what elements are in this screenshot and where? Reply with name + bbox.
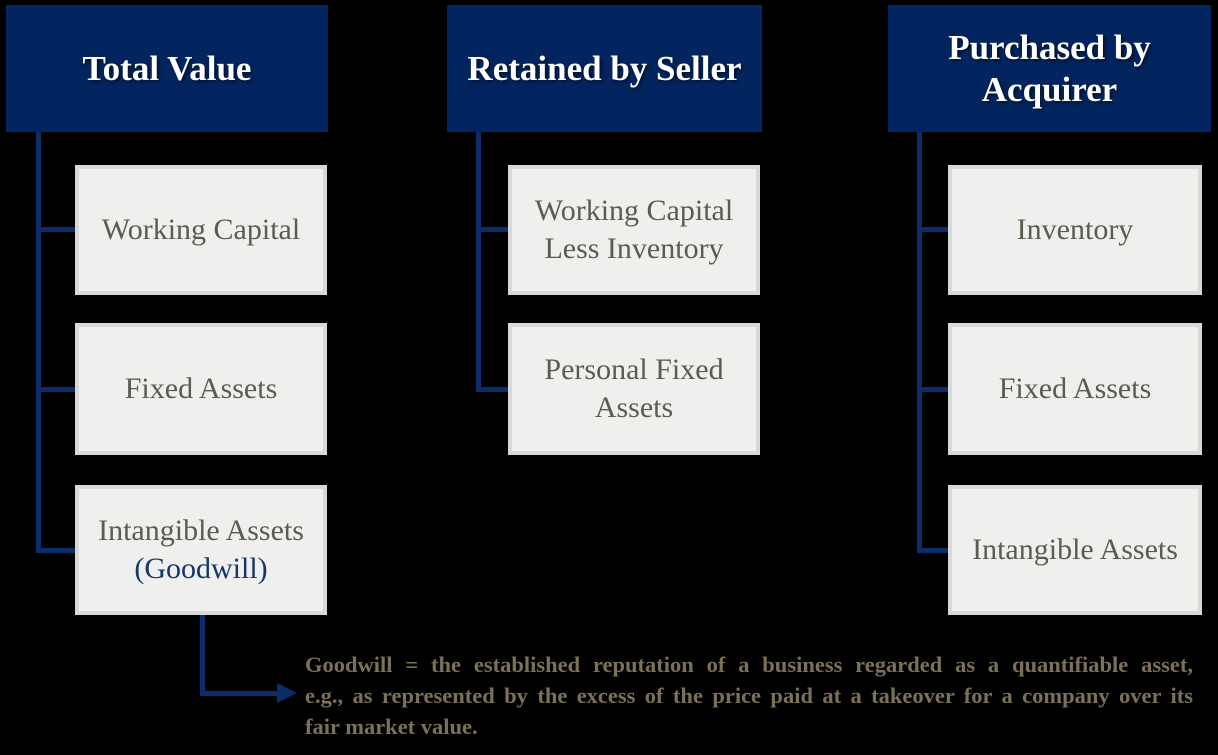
node-label: Working Capital Less Inventory — [534, 194, 734, 265]
note-line-3: fair market value. — [305, 714, 478, 739]
node-intangible-assets-acquirer: Intangible Assets — [948, 485, 1202, 615]
node-working-capital: Working Capital — [75, 165, 327, 295]
node-label: Working Capital — [101, 213, 301, 246]
node-working-capital-less-inventory: Working Capital Less Inventory — [508, 165, 760, 295]
connector-trunk-retained-by-seller — [476, 132, 481, 392]
header-total-value: Total Value — [6, 5, 328, 132]
connector-branch-intangible-assets-acquirer — [917, 548, 948, 553]
goodwill-definition-note: Goodwill = the established reputation of… — [305, 649, 1193, 742]
connector-trunk-purchased-by-acquirer — [917, 132, 922, 553]
node-label: Intangible Assets — [972, 533, 1178, 566]
node-fixed-assets-acquirer: Fixed Assets — [948, 323, 1202, 455]
note-line-1: Goodwill = the established reputation of… — [305, 652, 1193, 677]
node-personal-fixed-assets: Personal Fixed Assets — [508, 323, 760, 455]
connector-branch-fixed-assets-acquirer — [917, 387, 948, 392]
connector-branch-intangible-assets — [36, 548, 75, 553]
connector-branch-fixed-assets — [36, 387, 75, 392]
connector-trunk-total-value — [36, 132, 41, 552]
node-sublabel-goodwill: (Goodwill) — [134, 552, 268, 585]
connector-branch-personal-fixed-assets — [476, 387, 508, 392]
note-line-2: e.g., as represented by the excess of th… — [305, 683, 1193, 708]
node-fixed-assets-total: Fixed Assets — [75, 323, 327, 455]
connector-branch-inventory — [917, 227, 948, 232]
node-label: Personal Fixed Assets — [544, 353, 724, 424]
connector-branch-wc-less-inventory — [476, 227, 508, 232]
header-purchased-by-acquirer: Purchased by Acquirer — [888, 5, 1211, 132]
goodwill-arrow-horizontal — [200, 691, 278, 696]
node-intangible-assets-goodwill: Intangible Assets (Goodwill) — [75, 485, 327, 615]
node-inventory: Inventory — [948, 165, 1202, 295]
connector-branch-working-capital — [36, 227, 75, 232]
goodwill-arrow-vertical — [200, 615, 205, 695]
node-label: Inventory — [1016, 213, 1134, 246]
goodwill-arrowhead-icon — [277, 683, 297, 703]
node-label: Fixed Assets — [124, 372, 278, 405]
header-retained-by-seller: Retained by Seller — [447, 5, 762, 132]
node-label: Intangible Assets — [98, 514, 304, 547]
node-label: Fixed Assets — [998, 372, 1152, 405]
